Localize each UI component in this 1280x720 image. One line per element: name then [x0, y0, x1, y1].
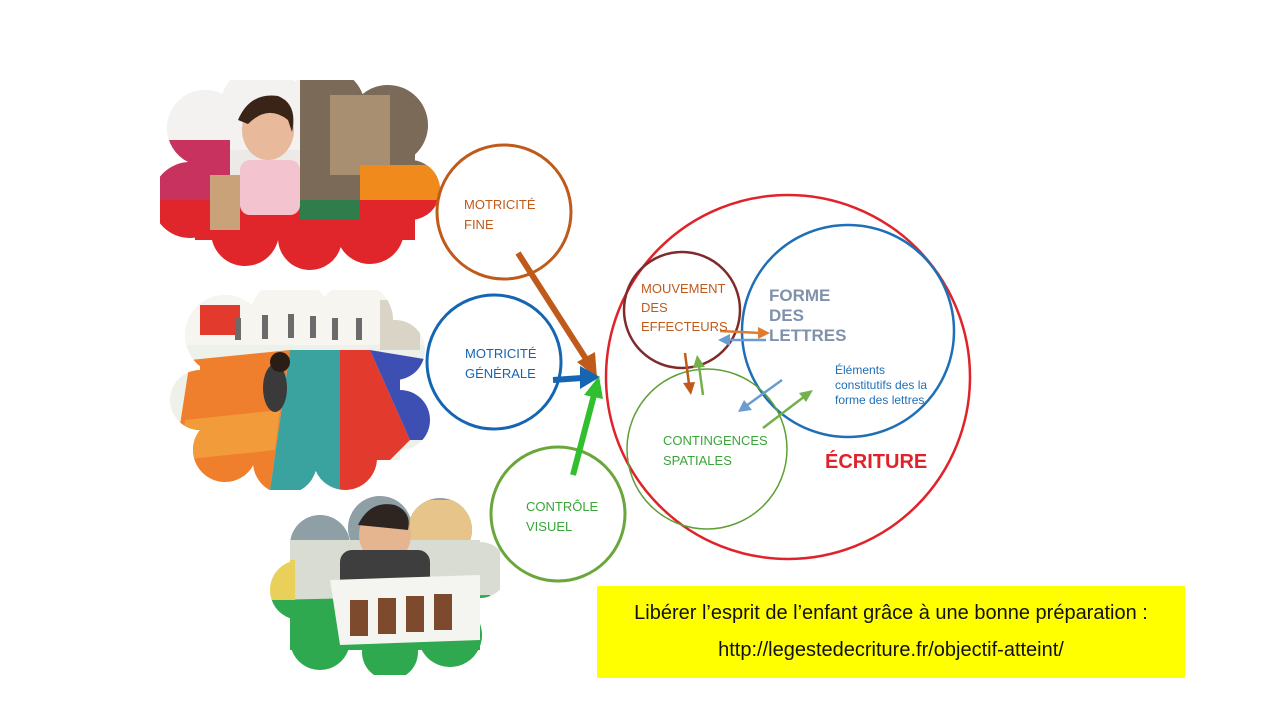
motricite-fine-circle [435, 143, 573, 281]
elements-line1: Éléments [835, 362, 885, 377]
motricite-fine-line2: FINE [464, 217, 494, 232]
controle-visuel-line2: VISUEL [526, 519, 572, 534]
link-banner: Libérer l’esprit de l’enfant grâce à une… [597, 586, 1185, 678]
mouvement-line2: DES [641, 300, 668, 315]
banner-link[interactable]: http://legestedecriture.fr/objectif-atte… [718, 639, 1064, 661]
arrow-forme-to-contingences [738, 378, 783, 412]
arrow-contingences-to-forme [762, 390, 813, 429]
arrow-generale-to-ecriture [552, 366, 600, 389]
arrow-mouvement-to-forme [719, 327, 770, 339]
elements-line2: constitutifs des la [835, 378, 927, 392]
photo-gym-mats [170, 290, 430, 490]
contingences-spatiales-circle [626, 368, 788, 530]
mouvement-effecteurs-circle [622, 250, 742, 370]
controle-visuel-circle [489, 445, 627, 583]
mouvement-line1: MOUVEMENT [641, 281, 726, 296]
forme-line2: DES [769, 306, 804, 325]
mouvement-line3: EFFECTEURS [641, 319, 728, 334]
elements-line3: forme des lettres [835, 393, 924, 407]
arrow-forme-to-mouvement [718, 334, 766, 346]
arrow-contingences-to-mouvement [693, 355, 705, 396]
contingences-line1: CONTINGENCES [663, 433, 768, 448]
motricite-generale-line1: MOTRICITÉ [465, 346, 537, 361]
motricite-generale-circle [425, 293, 563, 431]
forme-line1: FORME [769, 286, 830, 305]
motricite-generale-line2: GÉNÉRALE [465, 366, 536, 381]
motricite-fine-line1: MOTRICITÉ [464, 197, 536, 212]
photo-child-drawing [270, 496, 500, 675]
forme-line3: LETTRES [769, 326, 846, 345]
contingences-line2: SPATIALES [663, 453, 732, 468]
controle-visuel-line1: CONTRÔLE [526, 499, 599, 514]
ecriture-label: ÉCRITURE [825, 450, 927, 473]
ecriture-circle [604, 193, 972, 561]
photo-child-cutting [160, 80, 440, 270]
banner-text: Libérer l’esprit de l’enfant grâce à une… [634, 602, 1148, 624]
arrow-mouvement-to-contingences [683, 352, 695, 395]
arrow-fine-to-ecriture [515, 251, 597, 378]
arrow-visuel-to-ecriture [570, 376, 603, 476]
